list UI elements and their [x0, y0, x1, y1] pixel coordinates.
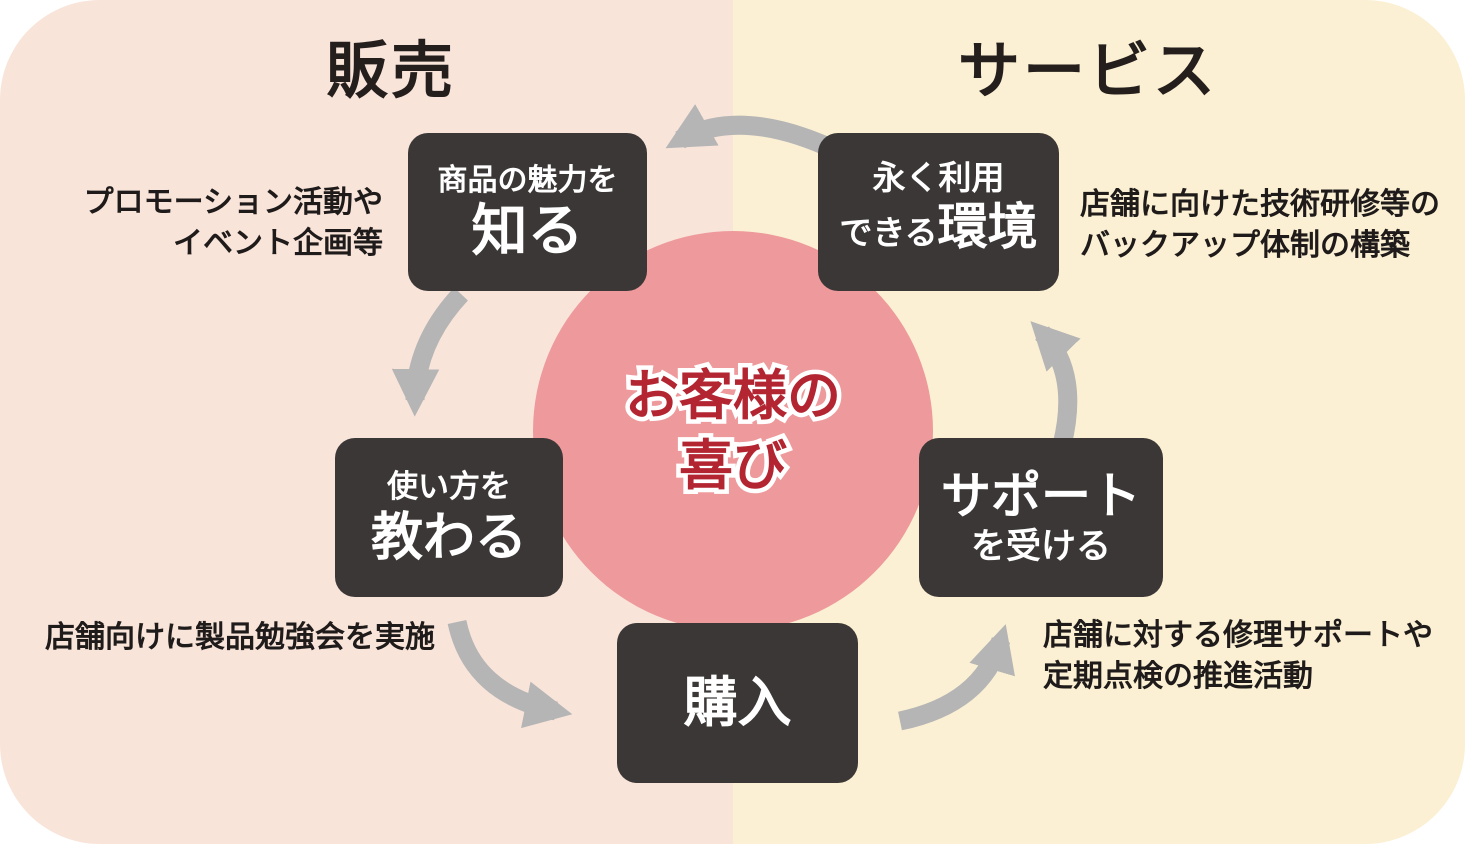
step-know-box: 商品の魅力を 知る [408, 133, 647, 291]
step-support-box: サポート を受ける [919, 438, 1163, 597]
note-repair: 店舗に対する修理サポートや 定期点検の推進活動 [1043, 615, 1433, 697]
step-learn-box: 使い方を 教わる [335, 438, 563, 597]
step-learn-line2: 教わる [370, 507, 527, 568]
step-buy-box: 購入 [617, 623, 858, 783]
note-backup: 店舗に向けた技術研修等の バックアップ体制の構築 [1080, 184, 1440, 266]
note-repair-line1: 店舗に対する修理サポートや [1043, 618, 1433, 653]
note-repair-line2: 定期点検の推進活動 [1043, 659, 1313, 694]
note-study: 店舗向けに製品勉強会を実施 [45, 617, 435, 658]
step-learn-line1: 使い方を [387, 468, 511, 505]
step-know-line2: 知る [471, 199, 584, 264]
customer-joy-text-line1: お客様のお客様の [621, 360, 846, 432]
step-environment-line2: できる環境 [839, 198, 1038, 256]
service-heading: サービス [958, 34, 1219, 107]
customer-joy-circle: お客様のお客様の 喜び喜び [533, 231, 933, 631]
note-backup-line2: バックアップ体制の構築 [1080, 228, 1410, 263]
sales-heading: 販売 [326, 34, 457, 107]
note-backup-line1: 店舗に向けた技術研修等の [1080, 187, 1440, 222]
note-study-line1: 店舗向けに製品勉強会を実施 [45, 620, 435, 655]
step-support-line2: を受ける [970, 526, 1111, 567]
step-environment-box: 永く利用 できる環境 [818, 133, 1059, 291]
step-buy-label: 購入 [683, 671, 792, 734]
note-promotion-line1: プロモーション活動や [83, 185, 383, 220]
step-support-line1: サポート [941, 466, 1141, 525]
customer-joy-text-line2: 喜び喜び [675, 430, 792, 502]
step-environment-line1: 永く利用 [872, 158, 1005, 197]
note-promotion-line2: イベント企画等 [173, 226, 383, 261]
step-know-line1: 商品の魅力を [437, 163, 618, 198]
note-promotion: プロモーション活動や イベント企画等 [55, 182, 383, 264]
